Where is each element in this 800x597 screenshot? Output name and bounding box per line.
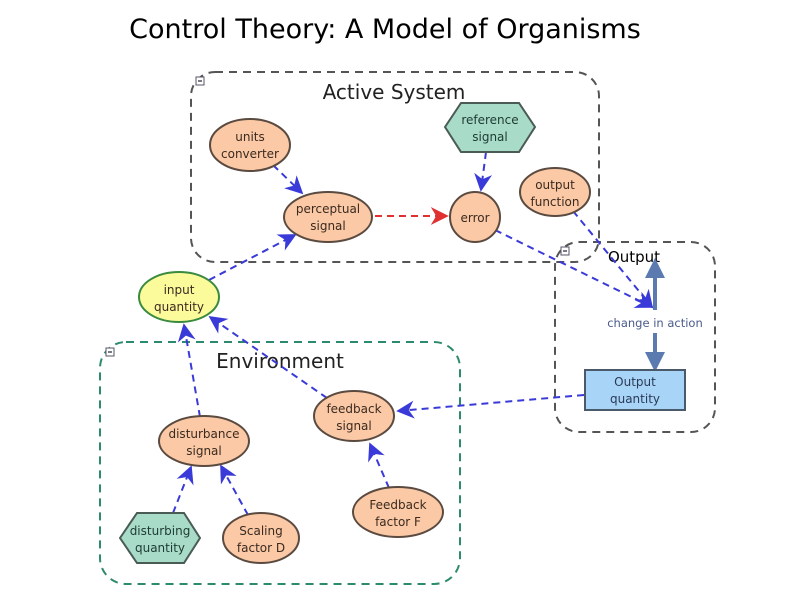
group-label: Output <box>608 248 660 266</box>
collapse-icon[interactable] <box>560 246 570 256</box>
edge-units-to-perceptual <box>272 164 304 195</box>
edge-disturbance-to-input <box>177 323 201 418</box>
group-active-system[interactable]: Active System <box>190 71 600 263</box>
group-border <box>190 71 600 263</box>
node-label: error <box>460 211 489 225</box>
node-reference-signal[interactable]: reference signal <box>443 102 537 153</box>
node-label: perceptual <box>296 202 360 216</box>
node-label: Feedback <box>369 498 426 512</box>
change-in-action-arrow: change in action <box>607 258 703 372</box>
edge-feedbackfactor-to-feedback <box>368 442 390 489</box>
change-in-action-label: change in action <box>607 316 703 330</box>
node-label: Output <box>614 375 656 389</box>
collapse-icon[interactable] <box>195 76 205 86</box>
node-input-quantity[interactable]: input quantity <box>138 271 220 323</box>
node-feedback-factor[interactable]: Feedback factor F <box>352 486 444 538</box>
group-border <box>554 241 716 433</box>
group-border <box>99 341 461 585</box>
edge-reference-to-error <box>474 151 493 192</box>
node-label: reference <box>461 113 518 127</box>
node-label: quantity <box>135 541 185 555</box>
group-label: Active System <box>323 80 466 104</box>
node-label: signal <box>472 130 508 144</box>
node-disturbing-quantity[interactable]: disturbing quantity <box>118 512 202 564</box>
group-environment[interactable]: Environment <box>99 341 461 585</box>
edge-disturbing-to-disturbance <box>172 465 194 514</box>
node-label: converter <box>221 147 279 161</box>
node-output-function[interactable]: output function <box>519 167 591 217</box>
node-error[interactable]: error <box>449 191 501 243</box>
node-label: signal <box>310 219 346 233</box>
node-perceptual-signal[interactable]: perceptual signal <box>283 191 373 243</box>
diagram-title: Control Theory: A Model of Organisms <box>129 14 641 45</box>
node-label: disturbance <box>168 427 239 441</box>
edge-scaling-to-disturbance <box>220 464 249 516</box>
edge-output-function-to-change <box>572 210 654 309</box>
edge-error-to-change <box>494 229 654 308</box>
node-label: feedback <box>326 402 381 416</box>
node-label: Scaling <box>239 524 282 538</box>
node-label: quantity <box>154 300 204 314</box>
node-label: signal <box>186 444 222 458</box>
node-label: output <box>535 178 575 192</box>
node-label: factor D <box>237 541 285 555</box>
node-label: quantity <box>610 392 660 406</box>
node-units-converter[interactable]: units converter <box>209 118 291 172</box>
group-label: Environment <box>216 349 344 373</box>
node-label: input <box>164 283 195 297</box>
edge-input-to-perceptual <box>208 234 297 281</box>
node-label: function <box>530 195 579 209</box>
node-output-quantity[interactable]: Output quantity <box>584 369 686 411</box>
node-label: signal <box>336 419 372 433</box>
node-disturbance-signal[interactable]: disturbance signal <box>158 415 250 467</box>
node-scaling-factor[interactable]: Scaling factor D <box>222 512 300 564</box>
node-feedback-signal[interactable]: feedback signal <box>313 390 395 442</box>
node-label: units <box>235 130 265 144</box>
edge-outputqty-to-feedback <box>396 394 585 419</box>
node-label: factor F <box>375 515 421 529</box>
collapse-icon[interactable] <box>105 347 115 357</box>
node-label: disturbing <box>130 524 191 538</box>
